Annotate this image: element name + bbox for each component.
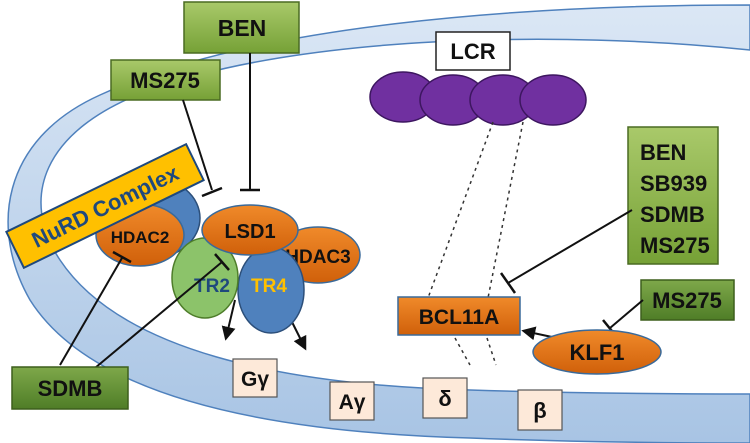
gene-box-g-gamma bbox=[232, 358, 278, 398]
sdmb-inhibit-line-lsd1 bbox=[94, 261, 223, 369]
lcr-loop-lines bbox=[427, 121, 524, 366]
gene-box-a-gamma bbox=[329, 381, 375, 421]
ms275-right-inhibit-line bbox=[609, 299, 644, 329]
ms275-right-box bbox=[640, 279, 735, 321]
gene-label-beta: β bbox=[533, 398, 546, 423]
ms275-left-inhibit-line bbox=[182, 99, 213, 191]
combo-drug-box bbox=[627, 126, 719, 265]
combo-drug-3: SDMB bbox=[640, 202, 705, 227]
sdmb-inhibit-bar-hdac2 bbox=[112, 250, 132, 264]
ms275-left-box bbox=[110, 59, 221, 101]
gene-box-beta bbox=[517, 389, 563, 431]
ben-top-label: BEN bbox=[218, 15, 267, 41]
bcl11a-box bbox=[397, 296, 521, 336]
tr4-label: TR4 bbox=[251, 276, 287, 297]
hdac3-label: HDAC3 bbox=[285, 247, 350, 268]
sdmb-inhibit-line-hdac2 bbox=[59, 257, 123, 366]
sdmb-box bbox=[11, 366, 129, 410]
ms275-left-label: MS275 bbox=[130, 68, 200, 93]
klf1-label: KLF1 bbox=[570, 340, 625, 365]
gene-label-delta: δ bbox=[438, 386, 451, 411]
hdac2-label: HDAC2 bbox=[111, 228, 170, 247]
lcr-label-box bbox=[435, 31, 511, 71]
klf1-ellipse bbox=[532, 329, 662, 375]
sdmb-inhibit-bar-lsd1 bbox=[214, 253, 230, 271]
lcr-beads bbox=[369, 71, 587, 126]
combo-drug-4: MS275 bbox=[640, 233, 710, 258]
bcl11a-label: BCL11A bbox=[419, 306, 500, 329]
ms275-right-label: MS275 bbox=[652, 288, 722, 313]
ben-top-box bbox=[183, 1, 300, 54]
combo-inhibit-bar bbox=[499, 272, 517, 294]
tr2-to-ggamma-arrow bbox=[221, 299, 236, 341]
tr2-label: TR2 bbox=[194, 276, 230, 297]
lcr-label: LCR bbox=[450, 39, 495, 64]
gene-label-a-gamma: Aγ bbox=[339, 391, 366, 414]
gene-label-g-gamma: Gγ bbox=[241, 368, 269, 391]
sdmb-label: SDMB bbox=[38, 376, 103, 401]
ms275-left-inhibit-bar bbox=[201, 186, 223, 198]
combo-drug-1: BEN bbox=[640, 140, 686, 165]
lsd1-ellipse bbox=[201, 204, 299, 256]
combo-drug-2: SB939 bbox=[640, 171, 707, 196]
combo-inhibit-line bbox=[507, 209, 633, 284]
lsd1-label: LSD1 bbox=[224, 221, 275, 243]
gene-box-delta bbox=[422, 377, 468, 419]
